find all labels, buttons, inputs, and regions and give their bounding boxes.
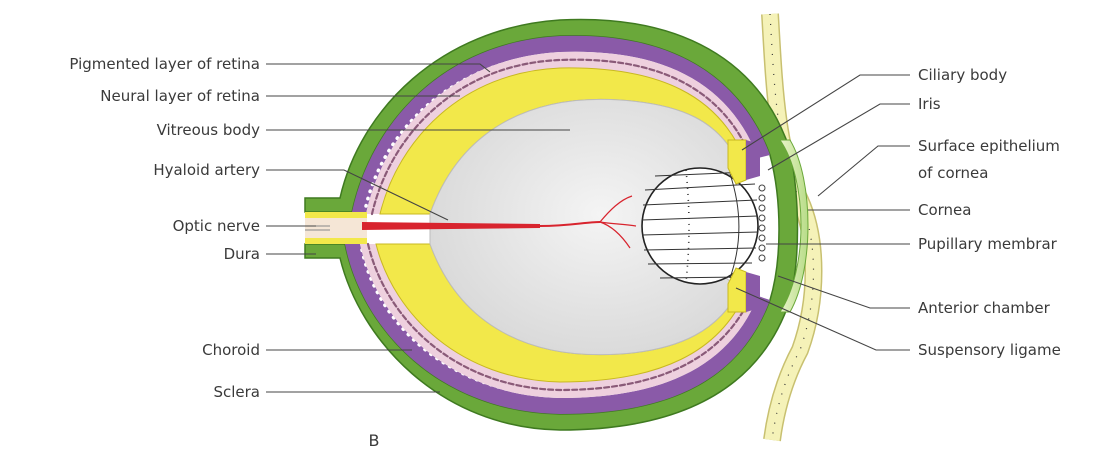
label-ciliary-body: Ciliary body: [918, 66, 1007, 84]
label-of-cornea: of cornea: [918, 164, 988, 182]
label-suspensory-ligament: Suspensory ligame: [918, 341, 1061, 359]
label-neural-layer: Neural layer of retina: [100, 87, 260, 105]
label-sclera: Sclera: [213, 383, 260, 401]
labels-left: Pigmented layer of retina Neural layer o…: [69, 55, 260, 401]
pupillary-membrane: [759, 185, 765, 261]
label-dura: Dura: [224, 245, 260, 263]
label-iris: Iris: [918, 95, 941, 113]
label-pigmented-layer: Pigmented layer of retina: [69, 55, 260, 73]
label-surface-epithelium: Surface epithelium: [918, 137, 1060, 155]
lens: [642, 168, 758, 284]
labels-right: Ciliary body Iris Surface epithelium of …: [918, 66, 1061, 359]
label-pupillary-membrane: Pupillary membrar: [918, 235, 1058, 253]
label-choroid: Choroid: [202, 341, 260, 359]
label-cornea: Cornea: [918, 201, 971, 219]
label-hyaloid-artery: Hyaloid artery: [153, 161, 260, 179]
label-anterior-chamber: Anterior chamber: [918, 299, 1051, 317]
optic-nerve: [305, 212, 367, 244]
label-optic-nerve: Optic nerve: [173, 217, 260, 235]
label-vitreous-body: Vitreous body: [157, 121, 261, 139]
figure-letter: B: [369, 431, 380, 450]
